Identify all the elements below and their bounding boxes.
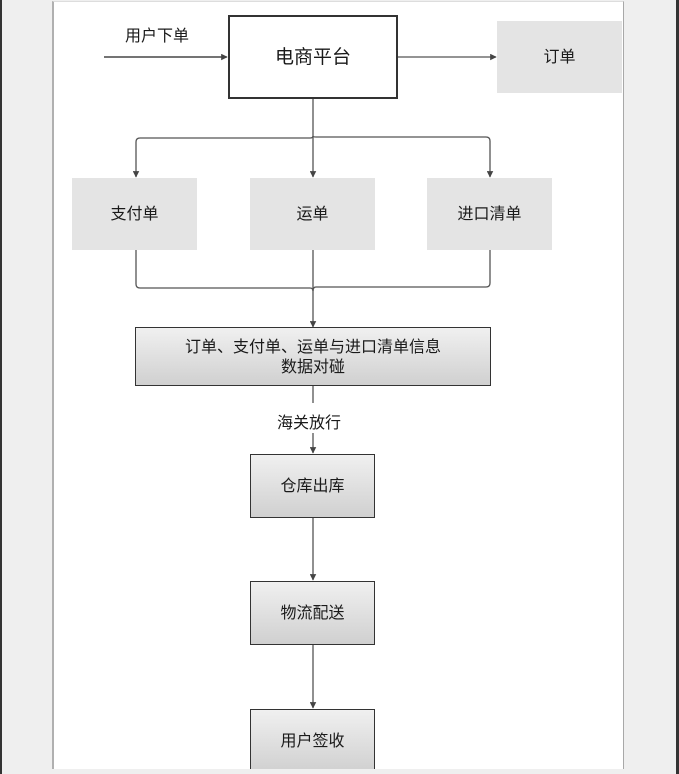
node-order[interactable]: 订单 xyxy=(497,21,622,93)
node-waybill[interactable]: 运单 xyxy=(250,178,375,250)
node-data-reconciliation-line1: 订单、支付单、运单与进口清单信息 xyxy=(184,336,441,356)
arrow-to-import-list xyxy=(312,135,494,178)
customs-release-label: 海关放行 xyxy=(277,413,342,432)
node-user-receipt-label: 用户签收 xyxy=(280,731,345,750)
window-edge-right xyxy=(676,0,679,774)
node-warehouse-out-label: 仓库出库 xyxy=(280,476,345,495)
node-logistics-delivery[interactable]: 物流配送 xyxy=(250,581,375,645)
node-user-receipt[interactable]: 用户签收 xyxy=(250,709,375,773)
node-ecommerce-platform[interactable]: 电商平台 xyxy=(228,15,398,99)
user-order-label: 用户下单 xyxy=(125,26,190,45)
node-warehouse-out[interactable]: 仓库出库 xyxy=(250,454,375,518)
node-order-label: 订单 xyxy=(543,47,576,66)
node-payment-slip-label: 支付单 xyxy=(110,204,159,223)
node-payment-slip[interactable]: 支付单 xyxy=(72,178,197,250)
node-logistics-delivery-label: 物流配送 xyxy=(280,603,345,622)
node-data-reconciliation[interactable]: 订单、支付单、运单与进口清单信息 数据对碰 xyxy=(135,327,491,386)
connector-payment-merge xyxy=(135,249,314,292)
canvas-bottom-edge xyxy=(52,769,624,774)
connector-import-merge xyxy=(312,249,491,292)
node-import-list-label: 进口清单 xyxy=(457,204,522,223)
node-waybill-label: 运单 xyxy=(296,204,329,223)
arrow-to-payment xyxy=(132,135,314,178)
node-ecommerce-platform-label: 电商平台 xyxy=(274,46,351,68)
window-edge-left xyxy=(0,0,2,774)
node-import-list[interactable]: 进口清单 xyxy=(427,178,552,250)
node-data-reconciliation-line2: 数据对碰 xyxy=(280,356,345,376)
